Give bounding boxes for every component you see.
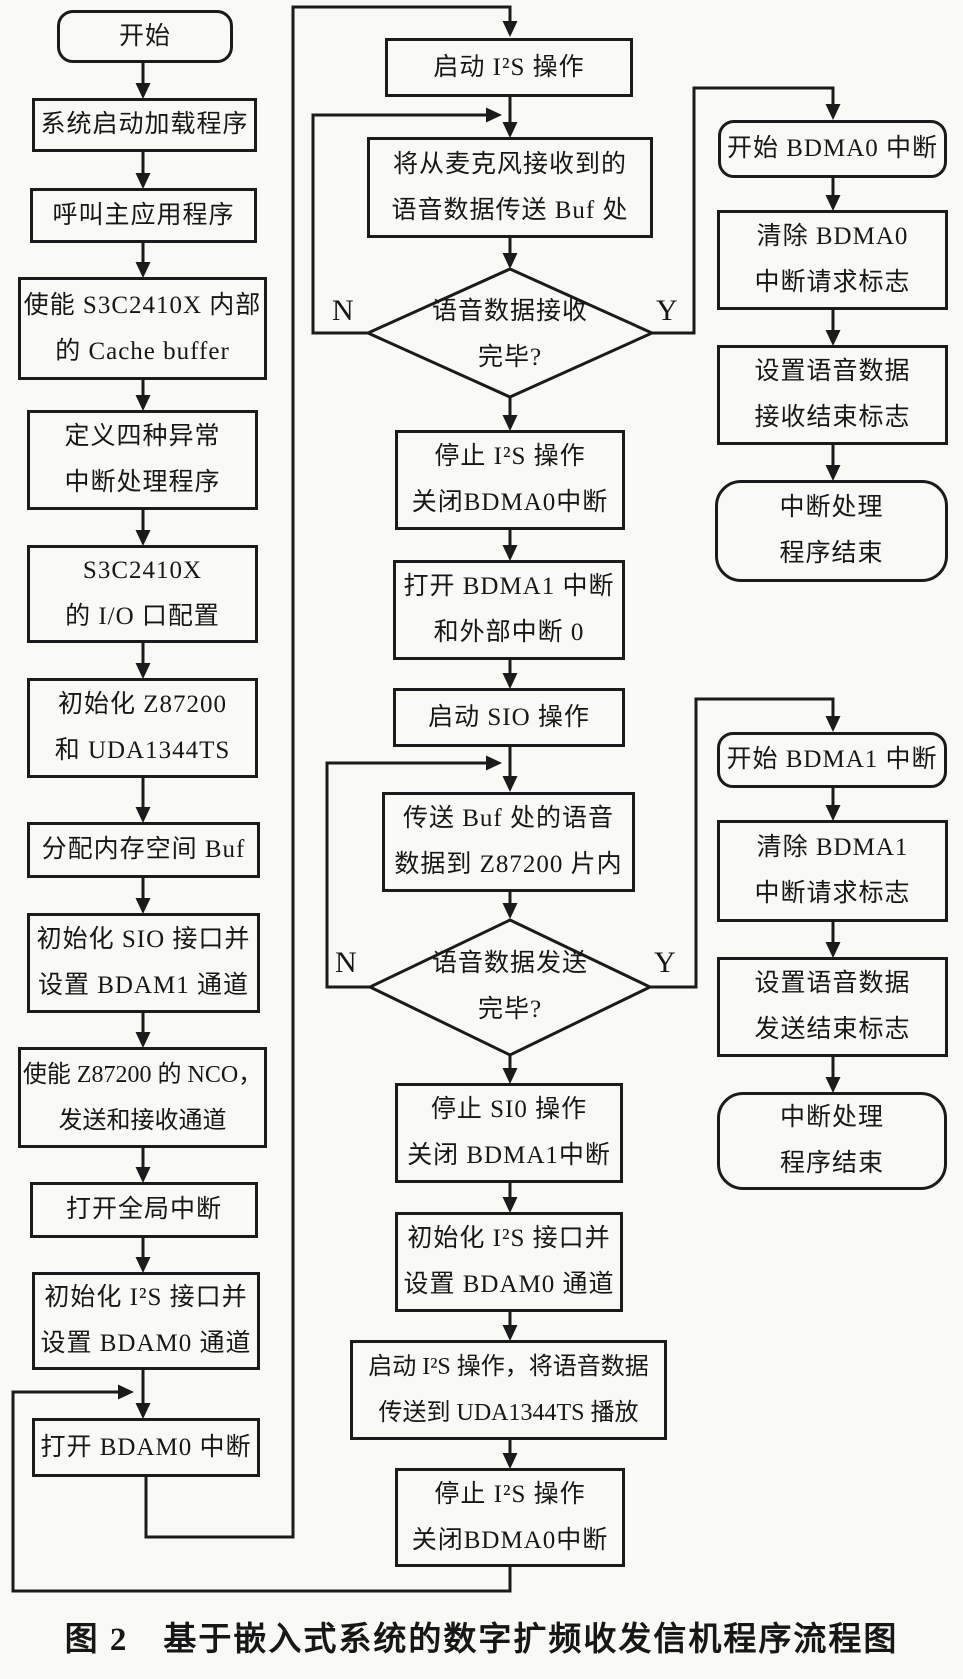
node-enable-global-interrupt: 打开全局中断 <box>30 1182 258 1238</box>
node-begin-bdma1-interrupt: 开始 BDMA1 中断 <box>717 732 947 788</box>
node-mic-data-to-buf: 将从麦克风接收到的 语音数据传送 Buf 处 <box>367 137 653 238</box>
node-set-send-end-flag: 设置语音数据 发送结束标志 <box>717 957 948 1057</box>
decision-send-no-label: N <box>335 946 357 979</box>
figure-caption: 图 2 基于嵌入式系统的数字扩频收发信机程序流程图 <box>64 1622 899 1658</box>
node-alloc-buf: 分配内存空间 Buf <box>27 822 260 878</box>
decision-send-done-label: 语音数据发送 完毕? <box>431 950 588 1023</box>
decision-diamond-receive <box>364 267 656 399</box>
node-bdma1-handler-end: 中断处理 程序结束 <box>717 1092 947 1190</box>
node-init-z87200-uda1344ts: 初始化 Z87200 和 UDA1344TS <box>27 678 258 778</box>
node-enable-nco-channels: 使能 Z87200 的 NCO， 发送和接收通道 <box>18 1047 267 1148</box>
node-open-bdma1-ext0: 打开 BDMA1 中断 和外部中断 0 <box>393 560 625 660</box>
node-init-i2s-bdam0: 初始化 I²S 接口并 设置 BDAM0 通道 <box>32 1272 260 1370</box>
decision-send-yes-label: Y <box>654 946 676 979</box>
node-enable-cache-buffer: 使能 S3C2410X 内部 的 Cache buffer <box>18 277 267 380</box>
node-stop-sio-close-bdma1: 停止 SI0 操作 关闭 BDMA1中断 <box>395 1083 623 1183</box>
node-init-i2s-bdam0-again: 初始化 I²S 接口并 设置 BDAM0 通道 <box>395 1212 623 1312</box>
node-clear-bdma0-request-flag: 清除 BDMA0 中断请求标志 <box>717 210 948 310</box>
node-open-bdam0-interrupt: 打开 BDAM0 中断 <box>32 1418 260 1477</box>
node-start: 开始 <box>57 10 233 63</box>
node-set-receive-end-flag: 设置语音数据 接收结束标志 <box>717 345 948 445</box>
decision-receive-no-label: N <box>332 294 354 327</box>
node-io-port-config: S3C2410X 的 I/O 口配置 <box>27 545 258 643</box>
node-start-i2s: 启动 I²S 操作 <box>385 38 633 97</box>
node-clear-bdma1-request-flag: 清除 BDMA1 中断请求标志 <box>717 820 948 922</box>
node-stop-i2s-close-bdma0-again: 停止 I²S 操作 关闭BDMA0中断 <box>395 1468 625 1567</box>
node-define-exception-handlers: 定义四种异常 中断处理程序 <box>27 410 258 510</box>
node-i2s-play-uda1344ts: 启动 I²S 操作，将语音数据 传送到 UDA1344TS 播放 <box>350 1340 667 1440</box>
node-begin-bdma0-interrupt: 开始 BDMA0 中断 <box>718 120 947 178</box>
arrows <box>11 5 841 1593</box>
node-bdma0-handler-end: 中断处理 程序结束 <box>715 480 948 582</box>
decision-receive-done-label: 语音数据接收 完毕? <box>431 298 588 371</box>
node-start-sio: 启动 SIO 操作 <box>393 688 625 747</box>
node-system-boot-loader: 系统启动加载程序 <box>32 98 257 152</box>
node-init-sio-bdam1: 初始化 SIO 接口并 设置 BDAM1 通道 <box>27 913 260 1013</box>
node-buf-to-z87200: 传送 Buf 处的语音 数据到 Z87200 片内 <box>382 792 635 892</box>
node-stop-i2s-close-bdma0: 停止 I²S 操作 关闭BDMA0中断 <box>395 430 625 530</box>
decision-diamond-send <box>366 918 654 1057</box>
decision-receive-yes-label: Y <box>656 294 678 327</box>
node-call-main-app: 呼叫主应用程序 <box>30 188 257 243</box>
